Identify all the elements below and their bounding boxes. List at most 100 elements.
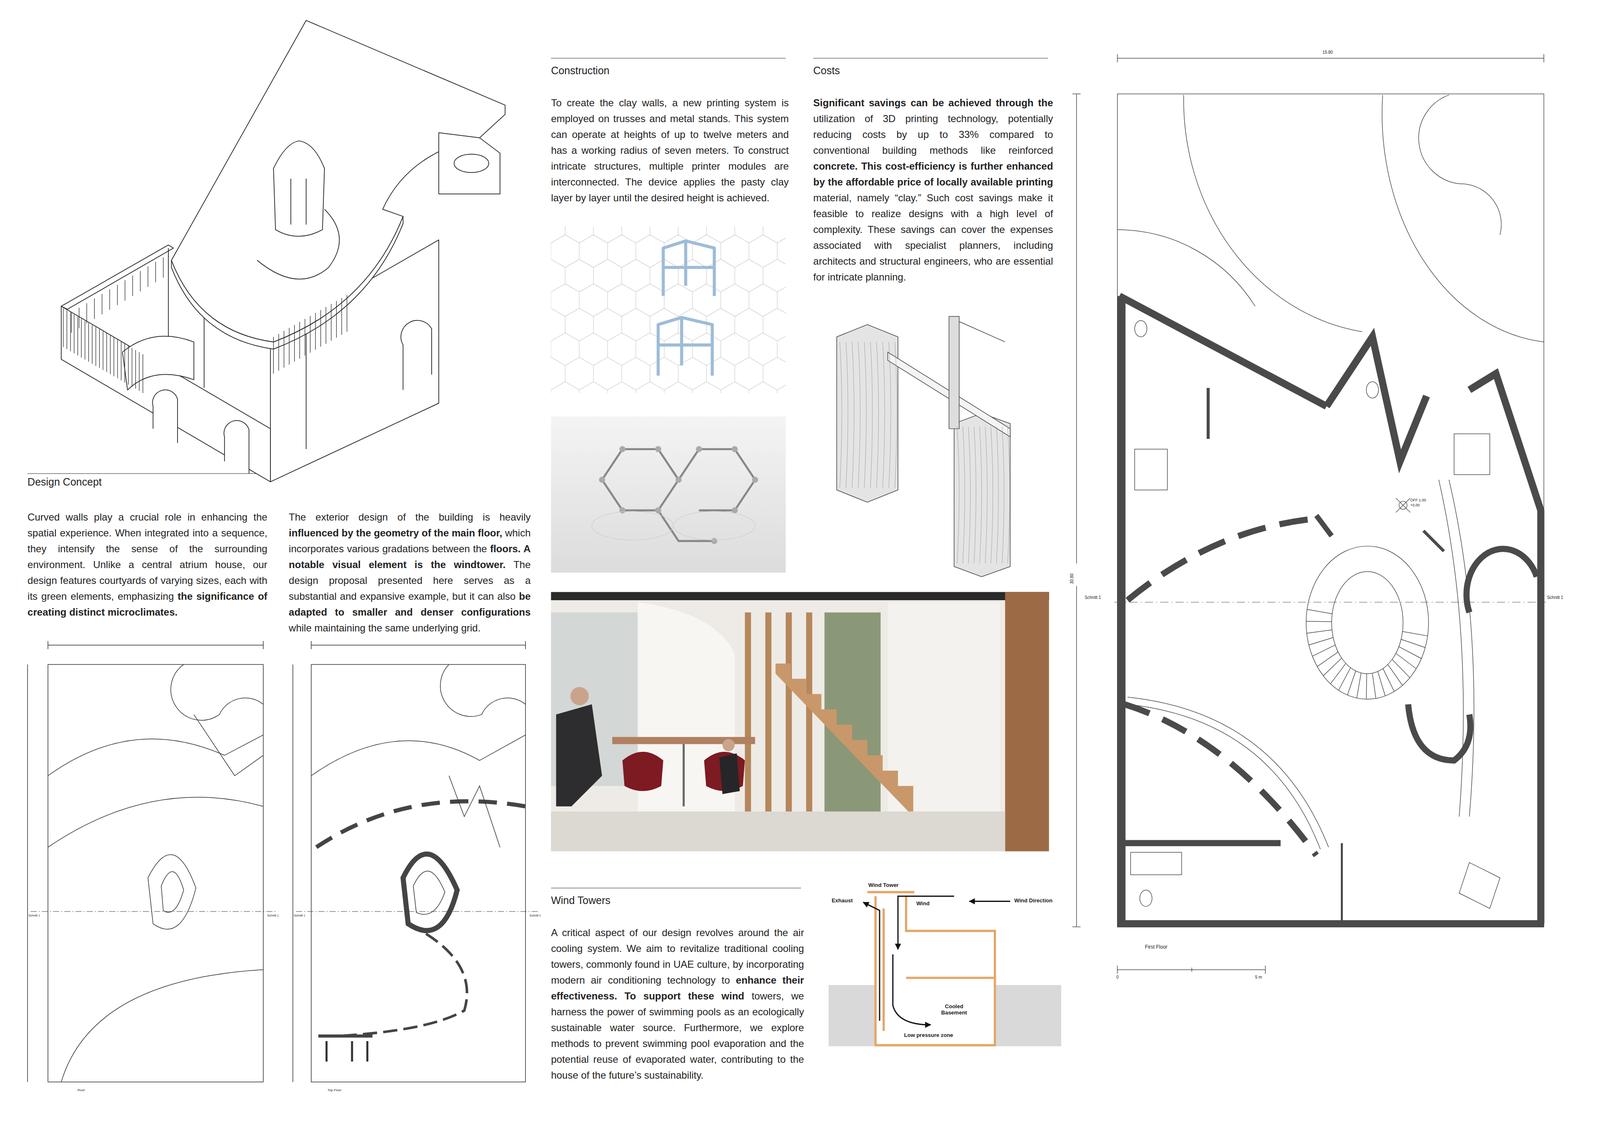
printer-render	[673, 511, 755, 540]
first-floor-plan	[1377, 671, 1386, 696]
section-marker-block: Schnitt 1	[267, 913, 279, 918]
interior-render	[550, 591, 1049, 851]
wall-segment-drawing	[1007, 426, 1010, 564]
top-floor-plan	[402, 853, 458, 931]
first-floor-plan	[1331, 571, 1403, 674]
top-floor-plan	[413, 870, 445, 915]
printer-render	[655, 507, 662, 514]
wall-segment-drawing	[864, 341, 867, 488]
interior-render	[1005, 591, 1049, 851]
slat-lines	[330, 303, 332, 341]
slat-lines	[66, 310, 68, 350]
slat-lines	[110, 335, 111, 375]
wall-segment-drawing	[959, 321, 1005, 342]
section-heading: Design Concept	[27, 475, 102, 488]
first-floor-plan	[1398, 646, 1422, 659]
roof-plan	[47, 644, 264, 645]
top-floor-plan	[310, 640, 312, 650]
first-floor-plan	[1119, 295, 1327, 406]
printer-render	[695, 445, 703, 453]
first-floor-plan	[1306, 545, 1429, 699]
diagram-label: Cooled Basement	[941, 1002, 968, 1016]
first-floor-plan	[1117, 295, 1126, 924]
printer-render	[602, 449, 679, 511]
dimension-label: 30.80	[1069, 573, 1075, 584]
plan-label-block: Top Floor	[327, 1087, 342, 1093]
roof-plan	[27, 664, 28, 1082]
wind-tower-section	[863, 902, 880, 1021]
first-floor-plan	[1387, 664, 1403, 685]
interior-render	[775, 663, 914, 817]
slat-lines	[62, 308, 64, 348]
first-floor-plan	[1469, 373, 1541, 924]
slat-lines	[78, 307, 80, 328]
top-floor-plan	[311, 734, 526, 776]
interior-render	[570, 686, 589, 705]
diagram-label: Wind Direction	[1014, 897, 1053, 904]
axonometric-drawing	[224, 420, 250, 474]
slat-lines	[325, 306, 327, 344]
slat-lines	[124, 343, 125, 383]
first-floor-plan	[1265, 965, 1266, 974]
wall-segment-drawing	[852, 341, 855, 488]
scale-label: 5 m	[1255, 974, 1263, 980]
top-floor-plan	[440, 664, 526, 717]
first-floor-plan	[1306, 629, 1332, 633]
wall-segment-drawing	[895, 341, 898, 488]
first-floor-plan	[1392, 659, 1410, 678]
wall-segment-drawing	[840, 341, 843, 488]
first-floor-plan	[1312, 645, 1336, 657]
interior-render	[550, 591, 1049, 600]
first-floor-plan	[1127, 518, 1317, 600]
diagram-label-block: Wind Tower	[868, 881, 899, 888]
section-heading: Construction	[550, 64, 610, 77]
first-floor-plan	[1117, 295, 1545, 924]
top-floor-plan	[449, 775, 500, 847]
first-floor-plan	[1117, 229, 1256, 307]
body-text: while maintaining the same underlying gr…	[288, 622, 481, 634]
wall-segment-drawing	[858, 341, 861, 488]
body-text: Significant savings can be achieved thro…	[813, 97, 1054, 109]
slat-lines	[120, 341, 122, 381]
first-floor-plan	[1382, 668, 1395, 692]
slat-lines	[92, 325, 93, 364]
axonometric-drawing	[152, 390, 178, 443]
first-floor-plan	[1206, 387, 1210, 439]
wind-tower-section	[969, 900, 1011, 902]
section-marker-block: Schnitt 1	[28, 913, 40, 918]
wall-segment-drawing	[836, 324, 898, 503]
diagram-label-block: Wind Direction	[1014, 897, 1053, 904]
interior-render	[722, 738, 735, 751]
body-text: concrete. This cost-efficiency is furthe…	[813, 160, 1054, 188]
top-floor-plan	[311, 664, 526, 1082]
diagram-label-block: Wind	[916, 900, 930, 907]
slat-lines	[315, 312, 316, 350]
interior-render	[556, 704, 603, 807]
axonometric-drawing	[273, 160, 325, 237]
section-marker: Schnitt 1	[267, 913, 279, 917]
interior-render	[887, 602, 1000, 817]
floor-label: First Floor	[1145, 943, 1168, 950]
roof-plan	[47, 640, 48, 650]
top-floor-plan	[336, 923, 468, 1036]
first-floor-plan	[1076, 585, 1077, 927]
slat-lines	[71, 312, 72, 333]
wall-segment-drawing	[990, 426, 993, 564]
section-rule	[550, 887, 801, 888]
wall-segment-drawing	[870, 341, 873, 488]
axonometric-drawing	[61, 20, 505, 482]
first-floor-plan	[1117, 57, 1545, 59]
axonometric-drawing	[122, 336, 194, 390]
section-marker-block: Schnitt 1	[293, 913, 305, 918]
section-heading-block: Costs	[813, 64, 840, 77]
printer-render	[731, 507, 738, 514]
dimension-label: 15.80	[1322, 50, 1333, 55]
interior-render	[785, 612, 793, 817]
first-floor-plan	[1072, 926, 1081, 927]
level-label-block: +0,00	[1410, 502, 1420, 508]
section-heading: Wind Towers	[550, 894, 611, 906]
interior-render	[682, 743, 685, 806]
body-text-block: A critical aspect of our design revolves…	[550, 924, 804, 1083]
top-floor-plan	[366, 1040, 369, 1062]
wind-tower-section	[892, 954, 931, 1025]
